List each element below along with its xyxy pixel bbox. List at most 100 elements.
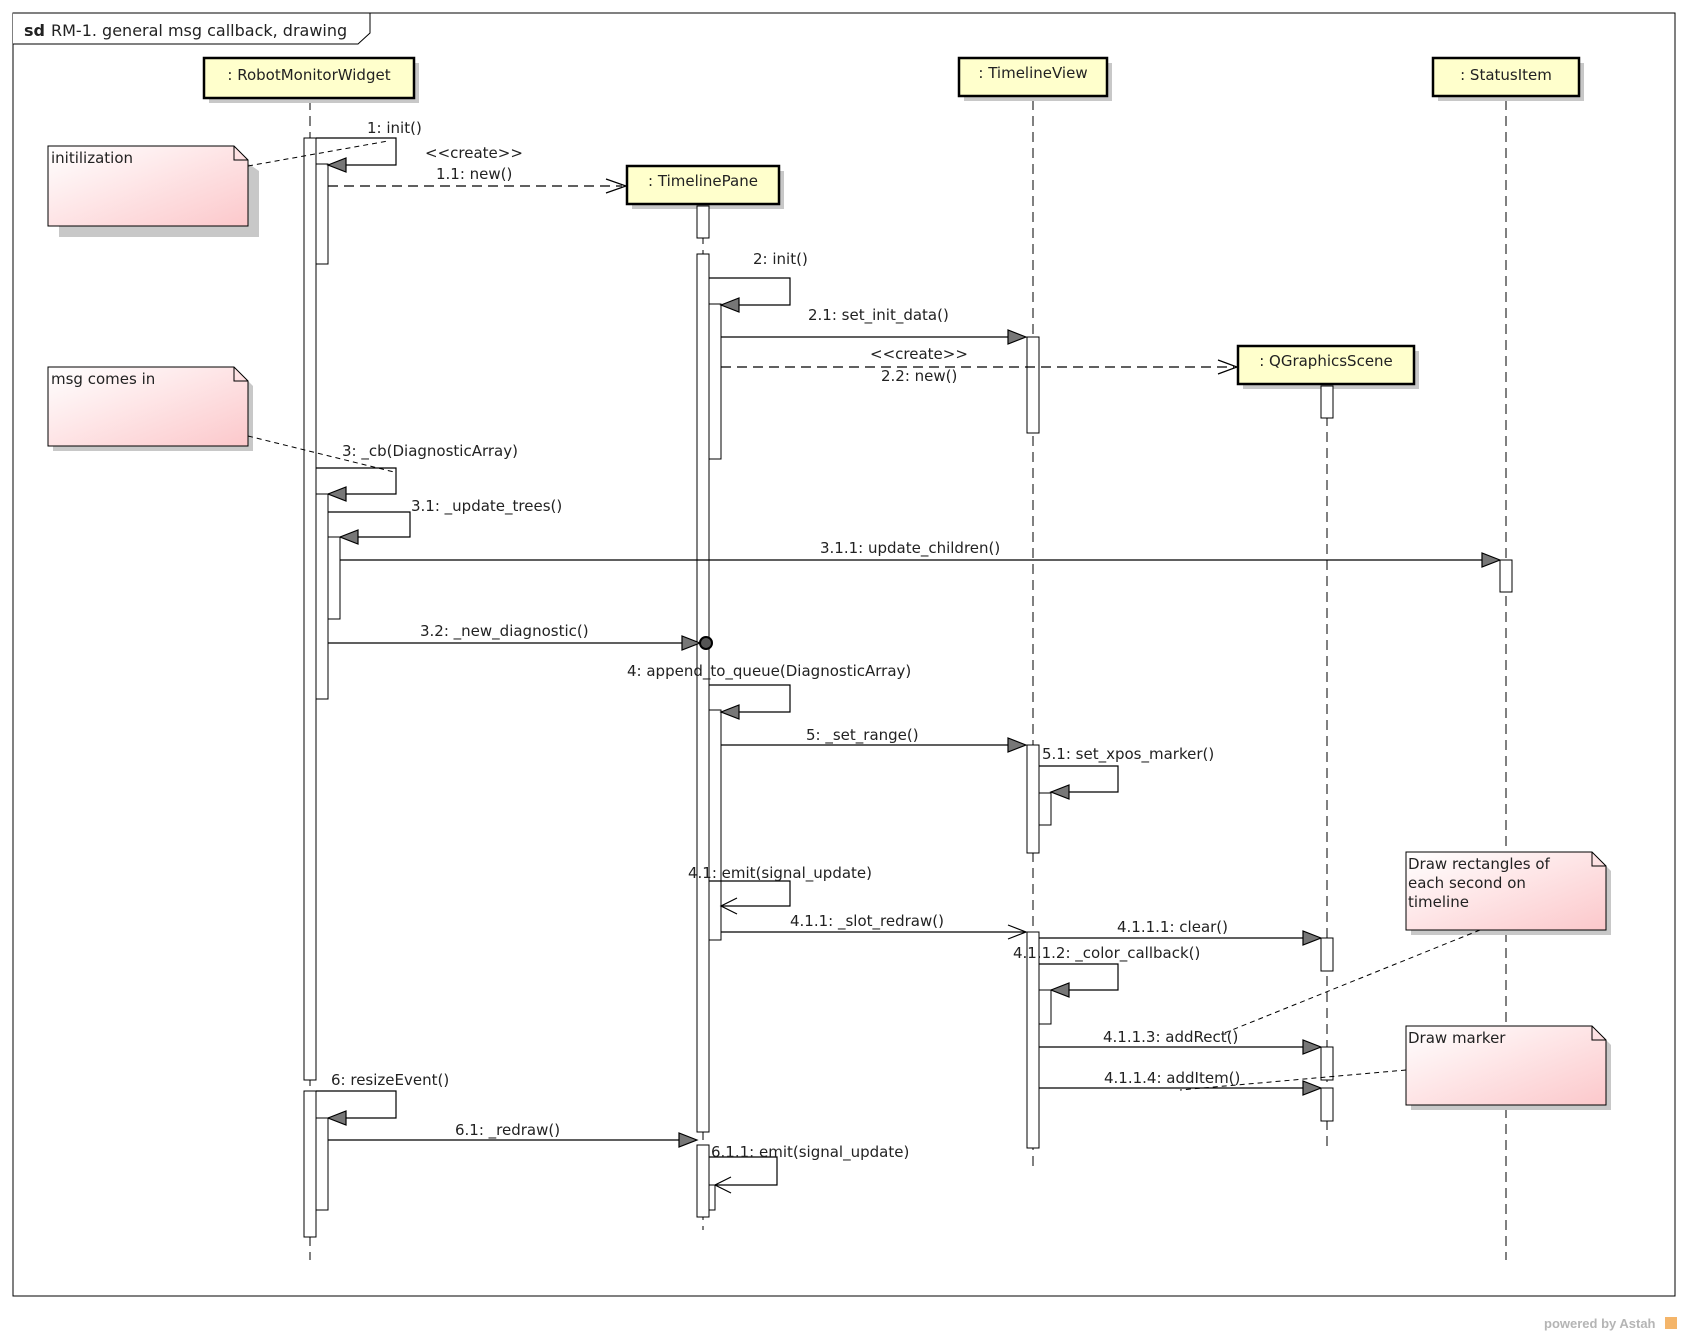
- note-text: each second on: [1408, 874, 1526, 892]
- activation-bar: [1026, 336, 1040, 434]
- lifeline-head-status-item: : StatusItem: [1431, 56, 1584, 101]
- lifeline-name: : QGraphicsScene: [1259, 352, 1393, 370]
- message-label: 2: init(): [753, 250, 808, 268]
- message-2-1-set-init-data: [721, 329, 1028, 345]
- message-label: 4.1: emit(signal_update): [688, 864, 872, 883]
- activation-bar: [696, 253, 710, 1133]
- message-4-1-1-3-addrect: [1039, 1039, 1323, 1055]
- activation-bar: [1320, 937, 1334, 972]
- message-label: 6.1.1: emit(signal_update): [711, 1143, 909, 1162]
- note-anchors: [247, 140, 1481, 1091]
- activation-bar: [327, 536, 341, 620]
- frame-keyword: sd: [24, 21, 45, 40]
- activation-bar: [303, 137, 317, 1081]
- message-label: 2.2: new(): [881, 367, 957, 385]
- activation-bar: [1320, 1087, 1334, 1122]
- sd-frame: sd RM-1. general msg callback, drawing: [12, 12, 1676, 1297]
- message-label: 4.1.1.1: clear(): [1117, 918, 1228, 936]
- message-3-2-new-diagnostic: [328, 635, 713, 651]
- message-label: 4.1.1: _slot_redraw(): [790, 912, 944, 931]
- frame-title: RM-1. general msg callback, drawing: [51, 21, 347, 40]
- message-1-1-new: [328, 178, 628, 194]
- message-3-1-update-trees: [328, 511, 411, 545]
- activation-bar: [1499, 559, 1513, 593]
- note-text: Draw rectangles of: [1408, 855, 1551, 873]
- message-4-1-emit: [709, 880, 791, 915]
- message-6-1-1-emit: [709, 1156, 778, 1194]
- message-4-1-1-1-clear: [1039, 930, 1323, 946]
- note-draw-rectangles: Draw rectangles of each second on timeli…: [1405, 851, 1611, 935]
- activation-bar: [708, 709, 722, 941]
- message-stereotype: <<create>>: [870, 345, 968, 363]
- message-label: 2.1: set_init_data(): [808, 306, 949, 325]
- notes: initilization msg comes in Draw rectangl…: [47, 145, 1611, 1110]
- lifeline-head-qgraphics-scene: : QGraphicsScene: [1236, 344, 1419, 389]
- message-4-1-1-2-color-callback: [1039, 963, 1119, 998]
- message-labels: 1: init() <<create>> 1.1: new() 2: init(…: [331, 119, 1240, 1162]
- message-label: 6: resizeEvent(): [331, 1071, 449, 1089]
- message-6-1-redraw: [328, 1132, 699, 1148]
- activation-bar: [708, 1184, 716, 1211]
- powered-by-footer: powered by Astah: [1544, 1316, 1677, 1331]
- note-text: msg comes in: [51, 370, 155, 388]
- message-label: 5.1: set_xpos_marker(): [1042, 745, 1214, 764]
- message-6-resize-event: [316, 1090, 397, 1126]
- lifeline-heads: : RobotMonitorWidget : TimelinePane : Ti…: [202, 56, 1584, 389]
- activation-bar: [1320, 1046, 1334, 1081]
- activation-bar: [315, 163, 329, 265]
- activation-bar: [696, 1144, 710, 1218]
- activation-bar: [1026, 931, 1040, 1149]
- note-text: initilization: [51, 149, 133, 167]
- activation-bar: [1038, 989, 1052, 1025]
- message-label: 1: init(): [367, 119, 422, 137]
- message-label: 5: _set_range(): [806, 726, 919, 745]
- message-1-init: [316, 137, 397, 173]
- powered-by-text: powered by Astah: [1544, 1316, 1656, 1331]
- message-5-set-range: [721, 737, 1028, 753]
- message-4-append-to-queue: [709, 684, 791, 720]
- note-msg-comes-in: msg comes in: [47, 366, 253, 451]
- activation-bar: [696, 205, 710, 239]
- note-draw-marker: Draw marker: [1405, 1025, 1611, 1110]
- astah-logo-icon: [1665, 1317, 1677, 1329]
- lifeline-name: : TimelineView: [978, 64, 1087, 82]
- message-3-cb: [316, 467, 397, 502]
- lifeline-head-timeline-pane: : TimelinePane: [625, 164, 784, 209]
- message-label: 4.1.1.3: addRect(): [1103, 1028, 1238, 1046]
- message-4-1-1-slot-redraw: [721, 924, 1028, 940]
- lifeline-head-timeline-view: : TimelineView: [957, 56, 1112, 101]
- note-text: timeline: [1408, 893, 1469, 911]
- activation-bar: [315, 493, 329, 700]
- note-initialization: initilization: [47, 145, 259, 237]
- message-label: 4.1.1.4: addItem(): [1104, 1069, 1240, 1087]
- messages: [316, 137, 1502, 1194]
- message-label: 3.1.1: update_children(): [820, 539, 1000, 558]
- message-label: 3.2: _new_diagnostic(): [420, 622, 589, 641]
- activation-bar: [303, 1090, 317, 1238]
- message-label: 3.1: _update_trees(): [411, 497, 562, 516]
- message-2-2-new: [721, 359, 1239, 375]
- lifelines: [309, 100, 1507, 1260]
- lifeline-name: : RobotMonitorWidget: [227, 66, 390, 84]
- message-label: 4.1.1.2: _color_callback(): [1013, 944, 1200, 963]
- lifeline-name: : StatusItem: [1460, 66, 1552, 84]
- message-label: 1.1: new(): [436, 165, 512, 183]
- activation-bar: [315, 1117, 329, 1211]
- message-2-init: [709, 277, 791, 313]
- activation-bars: [303, 137, 1513, 1238]
- message-4-1-1-4-additem: [1039, 1080, 1323, 1096]
- activation-bar: [708, 303, 722, 460]
- message-3-1-1-update-children: [340, 552, 1502, 568]
- activation-bar: [1038, 792, 1052, 826]
- activation-bar: [1026, 744, 1040, 854]
- message-label: 3: _cb(DiagnosticArray): [342, 442, 518, 461]
- message-stereotype: <<create>>: [425, 144, 523, 162]
- lifeline-name: : TimelinePane: [648, 172, 758, 190]
- note-text: Draw marker: [1408, 1029, 1506, 1047]
- activation-bar: [1320, 385, 1334, 419]
- message-label: 6.1: _redraw(): [455, 1121, 560, 1140]
- message-5-1-set-xpos-marker: [1039, 765, 1119, 800]
- lifeline-head-robot-monitor-widget: : RobotMonitorWidget: [202, 56, 419, 103]
- message-label: 4: append_to_queue(DiagnosticArray): [627, 662, 911, 681]
